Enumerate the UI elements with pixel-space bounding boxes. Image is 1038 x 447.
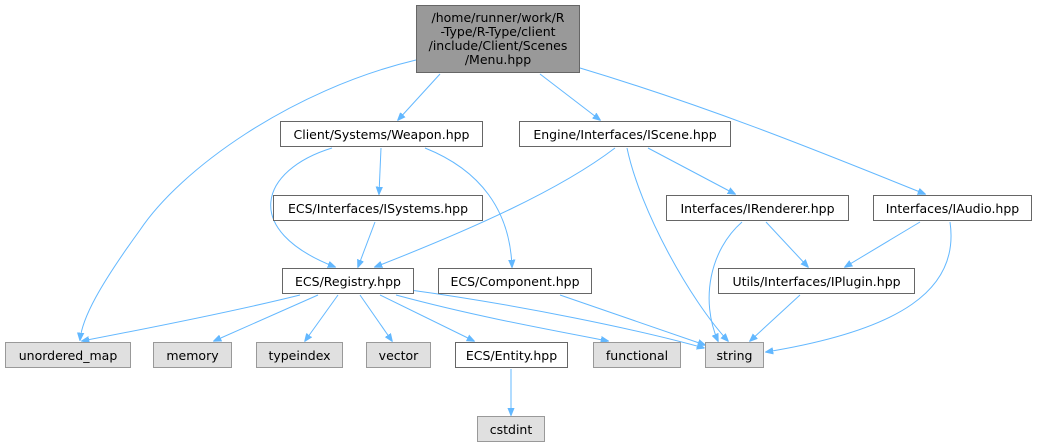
edge-irenderer-to-string [708, 221, 743, 341]
node-iaudio-hpp[interactable]: Interfaces/IAudio.hpp [873, 195, 1032, 221]
node-menu-hpp: /home/runner/work/R -Type/R-Type/client … [416, 5, 580, 73]
edge-weapon-to-component [424, 147, 512, 267]
node-irenderer-hpp[interactable]: Interfaces/IRenderer.hpp [666, 195, 849, 221]
edge-iaudio-to-string [766, 221, 952, 352]
edge-isystems-to-registry [358, 221, 376, 267]
node-registry-hpp[interactable]: ECS/Registry.hpp [282, 268, 414, 294]
node-entity-hpp[interactable]: ECS/Entity.hpp [455, 342, 568, 368]
edge-menu-to-unordered_map [80, 59, 417, 340]
edge-registry-to-string [409, 289, 704, 348]
edge-weapon-to-isystems [379, 147, 381, 194]
edge-weapon-to-registry [270, 147, 335, 267]
node-functional: functional [593, 342, 681, 368]
edge-registry-to-typeindex [305, 294, 339, 341]
edge-registry-to-memory [214, 294, 319, 341]
edge-menu-to-weapon [398, 73, 441, 120]
edge-menu-to-iscene [539, 73, 600, 120]
node-typeindex: typeindex [256, 342, 343, 368]
node-vector: vector [366, 342, 431, 368]
edge-iplugin-to-string [750, 294, 801, 341]
node-iplugin-hpp[interactable]: Utils/Interfaces/IPlugin.hpp [718, 268, 915, 294]
edge-registry-to-entity [379, 294, 474, 341]
edge-iscene-to-irenderer [647, 147, 735, 194]
node-isystems-hpp[interactable]: ECS/Interfaces/ISystems.hpp [273, 195, 483, 221]
node-component-hpp[interactable]: ECS/Component.hpp [438, 268, 592, 294]
node-iscene-hpp[interactable]: Engine/Interfaces/IScene.hpp [519, 121, 731, 147]
node-string: string [705, 342, 764, 368]
node-unordered-map: unordered_map [5, 342, 131, 368]
edge-registry-to-functional [395, 294, 608, 341]
edge-iaudio-to-iplugin [845, 221, 921, 267]
node-weapon-hpp[interactable]: Client/Systems/Weapon.hpp [280, 121, 483, 147]
edge-iscene-to-string [626, 147, 728, 341]
edge-irenderer-to-iplugin [765, 221, 808, 267]
edge-component-to-string [559, 294, 705, 345]
edge-registry-to-unordered_map [82, 294, 301, 341]
edge-menu-to-iaudio [579, 67, 925, 194]
edge-iscene-to-registry [375, 147, 616, 267]
node-memory: memory [153, 342, 232, 368]
edge-registry-to-vector [359, 294, 392, 341]
node-cstdint: cstdint [477, 416, 545, 442]
